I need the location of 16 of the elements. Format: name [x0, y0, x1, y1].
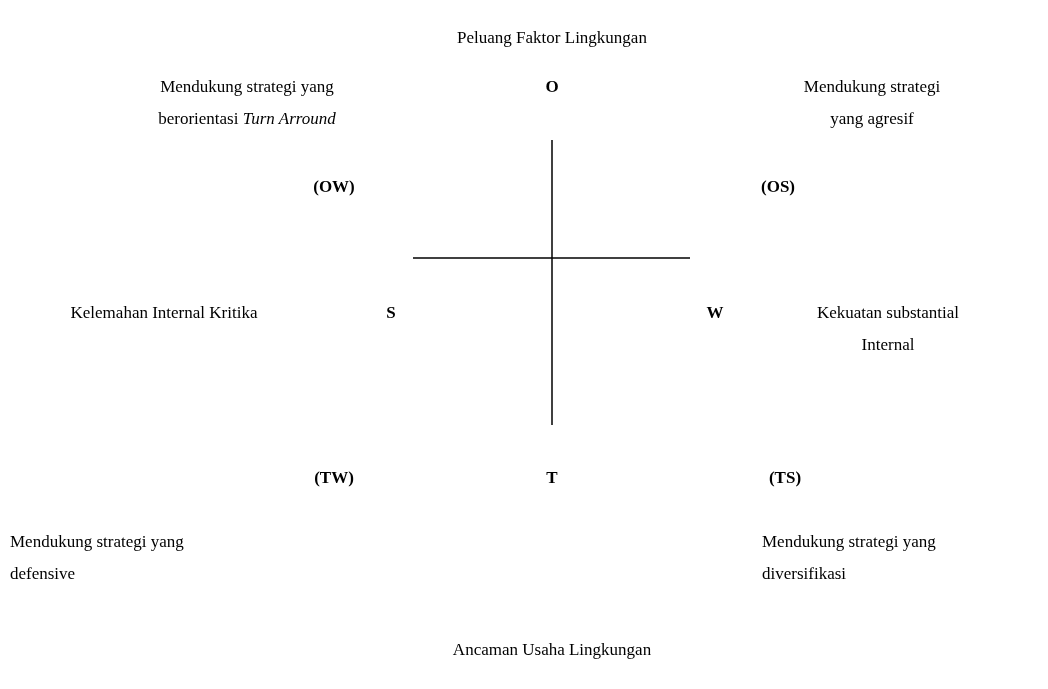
quadrant-code: (OW): [312, 176, 356, 198]
axis-letter: T: [545, 467, 559, 489]
quadrant-description: Mendukung strategi yang defensive: [10, 531, 185, 585]
quadrant-code: (TS): [767, 467, 803, 489]
quadrant-code: (OS): [760, 176, 796, 198]
quadrant-description: Mendukung strategi yang diversifikasi: [762, 531, 937, 585]
quadrant-description: Mendukung strategi yang agresif: [802, 76, 942, 130]
axis-letter: S: [385, 302, 397, 324]
axis-description: Kelemahan Internal Kritika: [69, 302, 259, 324]
quadrant-description: Mendukung strategi yang berorientasi Turn Arround: [157, 76, 337, 130]
axis-letter: W: [705, 302, 725, 324]
heading-text: Peluang Faktor Lingkungan: [456, 27, 648, 49]
axis-description: Kekuatan substantial Internal: [815, 302, 961, 356]
quadrant-code: (TW): [313, 467, 355, 489]
heading-text: Ancaman Usaha Lingkungan: [451, 639, 653, 661]
axis-letter: O: [544, 76, 560, 98]
